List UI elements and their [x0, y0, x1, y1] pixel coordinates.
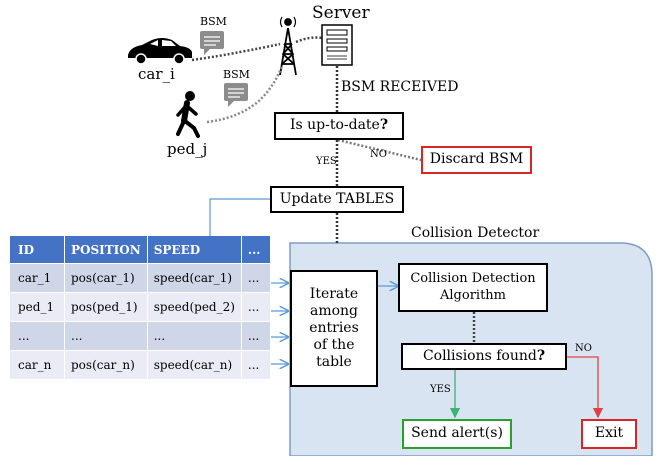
message-bubble-icon-car — [200, 31, 224, 55]
iterate-line: of the — [313, 337, 355, 354]
uptodate-mark: ? — [379, 117, 389, 134]
tower-to-server-link — [295, 36, 323, 44]
iterate-box: Iterate among entries of the table — [290, 270, 378, 387]
table-cell: ... — [241, 350, 271, 379]
table-cell: speed(car_1) — [147, 263, 242, 293]
algorithm-line: Algorithm — [440, 287, 506, 303]
uptodate-box: Is up-to-date? — [274, 112, 404, 140]
iterate-line: among — [309, 302, 359, 319]
server-label: Server — [312, 3, 370, 23]
table-cell: ... — [241, 321, 271, 351]
iterate-line: entries — [309, 319, 359, 336]
message-bubble-icon-ped — [224, 83, 248, 107]
collisions-found-mark: ? — [536, 347, 546, 364]
table-cell: ... — [241, 292, 271, 322]
table-header-more: ... — [241, 236, 271, 264]
collision-algorithm-box: Collision Detection Algorithm — [398, 263, 548, 312]
table-cell: ... — [241, 263, 271, 293]
yes-label-top: YES — [316, 156, 337, 167]
car-to-tower-link — [191, 42, 281, 62]
table-cell: ped_1 — [10, 292, 65, 322]
ped-label: ped_j — [167, 140, 208, 158]
table-cell: car_1 — [10, 263, 65, 293]
table-cell: pos(car_1) — [64, 263, 148, 293]
table-cell: pos(car_n) — [64, 350, 148, 379]
server-icon — [321, 24, 353, 66]
update-tables-text: Update TABLES — [279, 190, 395, 207]
no-label-top: NO — [370, 149, 387, 160]
algorithm-line: Collision Detection — [410, 271, 536, 287]
send-alert-box: Send alert(s) — [402, 419, 512, 449]
bsm-bubble-label-ped: BSM — [223, 68, 250, 81]
table-header-id: ID — [10, 236, 65, 264]
table-row: ... ... ... ... — [10, 321, 271, 351]
uptodate-text: Is up-to-date — [289, 117, 380, 134]
table-cell: ... — [64, 321, 148, 351]
collisions-found-box: Collisions found? — [401, 343, 567, 370]
table-row: car_1 pos(car_1) speed(car_1) ... — [10, 263, 271, 293]
collisions-found-text: Collisions found — [422, 347, 537, 364]
table-header-row: ID POSITION SPEED ... — [10, 236, 271, 264]
table-cell: speed(car_n) — [147, 350, 242, 379]
table-row: ped_1 pos(ped_1) speed(ped_2) ... — [10, 292, 271, 322]
table-header-speed: SPEED — [147, 236, 242, 264]
table-cell: car_n — [10, 350, 65, 379]
antenna-tower-icon — [279, 16, 297, 76]
discard-bsm-text: Discard BSM — [429, 151, 524, 168]
table-cell: ... — [10, 321, 65, 351]
send-alert-text: Send alert(s) — [411, 425, 503, 442]
exit-box: Exit — [581, 419, 637, 449]
table-row: car_n pos(car_n) speed(car_n) ... — [10, 350, 271, 379]
bsm-received-label: BSM RECEIVED — [341, 79, 459, 95]
no-arrow — [567, 356, 604, 419]
bsm-bubble-label-car: BSM — [200, 15, 227, 28]
discard-bsm-box: Discard BSM — [421, 146, 532, 174]
update-tables-box: Update TABLES — [270, 186, 404, 213]
entities-table: ID POSITION SPEED ... car_1 pos(car_1) s… — [10, 236, 271, 379]
iterate-line: table — [316, 354, 352, 371]
update-to-table-connector — [209, 198, 270, 236]
exit-text: Exit — [594, 425, 624, 442]
table-cell: ... — [147, 321, 242, 351]
no-label-bottom: NO — [575, 343, 592, 354]
car-icon — [128, 38, 192, 65]
table-cell: pos(ped_1) — [64, 292, 148, 322]
table-header-position: POSITION — [64, 236, 148, 264]
pedestrian-icon — [176, 91, 200, 138]
iterate-line: Iterate — [309, 285, 359, 302]
car-label: car_i — [138, 65, 175, 83]
yes-label-bottom: YES — [430, 384, 451, 395]
table-cell: speed(ped_2) — [147, 292, 242, 322]
collision-detector-label: Collision Detector — [411, 225, 540, 241]
